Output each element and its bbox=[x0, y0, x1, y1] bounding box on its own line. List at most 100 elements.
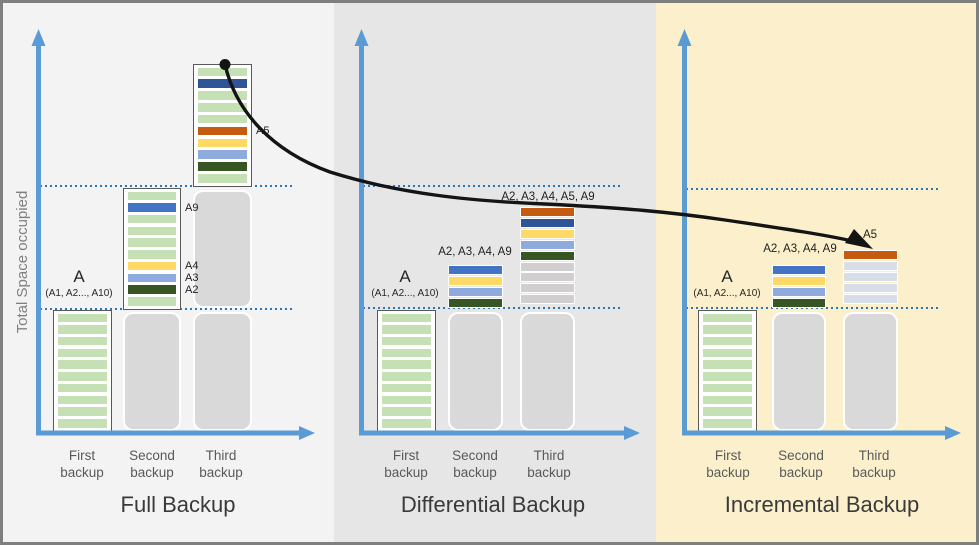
bar-stripe bbox=[703, 325, 752, 334]
bar-stripe bbox=[58, 360, 107, 369]
panel-title-differential: Differential Backup bbox=[400, 492, 586, 517]
column-label-third: Third backup bbox=[527, 448, 571, 480]
striped-backup-bar bbox=[123, 188, 181, 310]
dotted-reference-line bbox=[363, 307, 620, 309]
bar-stripe bbox=[128, 203, 176, 212]
bar-stripe bbox=[520, 207, 575, 217]
column-label-first: First backup bbox=[706, 448, 750, 480]
bar-stripe bbox=[128, 238, 176, 247]
column-label-second: Second backup bbox=[129, 448, 175, 480]
bar-stripe bbox=[198, 150, 247, 159]
bar-stripe bbox=[128, 261, 176, 271]
bar-stripe bbox=[58, 372, 107, 381]
gray-backup-space-block bbox=[843, 312, 898, 431]
backup-content-label: A2, A3, A4, A9 bbox=[763, 243, 837, 255]
bar-stripe bbox=[703, 372, 752, 381]
bar-stripe bbox=[382, 372, 431, 381]
first-backup-annotation-sub: (A1, A2..., A10) bbox=[693, 288, 761, 299]
bar-stripe bbox=[843, 260, 898, 271]
bar-stripe bbox=[448, 265, 503, 275]
bar-stripe bbox=[58, 325, 107, 334]
panel-title-full: Full Backup bbox=[120, 492, 236, 517]
column-label-third: Third backup bbox=[852, 448, 896, 480]
bar-stripe bbox=[382, 360, 431, 369]
panel-title-incremental: Incremental Backup bbox=[724, 492, 920, 517]
bar-stripe bbox=[198, 114, 247, 124]
bar-stripe bbox=[448, 275, 503, 286]
stripe-label: A4 bbox=[185, 260, 199, 273]
bar-stripe bbox=[703, 313, 752, 322]
column-label-first: First backup bbox=[384, 448, 428, 480]
dotted-reference-line bbox=[363, 185, 620, 187]
bar-stripe bbox=[703, 383, 752, 393]
bar-stripe bbox=[772, 297, 826, 308]
dotted-reference-line bbox=[686, 188, 938, 190]
gray-backup-space-block bbox=[772, 312, 826, 431]
bar-stripe bbox=[520, 217, 575, 228]
first-backup-annotation-main: A bbox=[721, 267, 733, 286]
bar-stripe bbox=[843, 271, 898, 282]
stripe-label: A2 bbox=[185, 283, 199, 296]
bar-stripe bbox=[382, 419, 431, 428]
bar-stripe bbox=[128, 250, 176, 259]
bar-stripe bbox=[128, 297, 176, 306]
bar-stripe bbox=[382, 383, 431, 393]
bar-stripe bbox=[128, 273, 176, 283]
bar-stripe bbox=[382, 325, 431, 334]
striped-backup-bar bbox=[193, 64, 252, 187]
gray-backup-space-block bbox=[123, 312, 181, 431]
bar-stripe bbox=[128, 214, 176, 224]
dotted-reference-line bbox=[40, 185, 293, 187]
stripe-label: A3 bbox=[185, 272, 199, 285]
bar-stripe bbox=[703, 348, 752, 358]
bar-stripe bbox=[128, 191, 176, 200]
backup-content-label: A2, A3, A4, A9 bbox=[438, 246, 512, 258]
column-label-second: Second backup bbox=[778, 448, 824, 480]
bar-stripe bbox=[198, 162, 247, 171]
y-axis-title: Total Space occupied bbox=[14, 190, 31, 334]
first-backup-annotation-sub: (A1, A2..., A10) bbox=[45, 288, 113, 299]
bar-stripe bbox=[448, 286, 503, 297]
bar-stripe bbox=[382, 407, 431, 416]
bar-stripe bbox=[198, 79, 247, 88]
bar-stripe bbox=[772, 275, 826, 286]
gray-backup-space-block bbox=[448, 312, 503, 431]
column-label-first: First backup bbox=[60, 448, 104, 480]
bar-stripe bbox=[520, 294, 575, 305]
bar-stripe bbox=[198, 138, 247, 147]
bar-stripe bbox=[198, 126, 247, 136]
dotted-reference-line bbox=[686, 307, 938, 309]
first-backup-annotation-sub: (A1, A2..., A10) bbox=[371, 288, 439, 299]
gray-backup-space-block bbox=[193, 312, 252, 431]
bar-stripe bbox=[128, 285, 176, 294]
gray-backup-space-block bbox=[520, 312, 575, 431]
stripe-label: A9 bbox=[185, 201, 199, 214]
bar-stripe bbox=[198, 67, 247, 76]
gray-backup-space-block bbox=[193, 190, 252, 308]
bar-stripe bbox=[772, 286, 826, 297]
bar-stripe bbox=[58, 348, 107, 358]
bar-stripe bbox=[772, 265, 826, 275]
bar-stripe bbox=[58, 383, 107, 393]
backup-content-label: A5 bbox=[862, 229, 878, 241]
bar-stripe bbox=[703, 395, 752, 405]
first-backup-annotation-main: A bbox=[399, 267, 411, 286]
column-label-second: Second backup bbox=[452, 448, 498, 480]
bar-stripe bbox=[58, 419, 107, 428]
bar-stripe bbox=[58, 407, 107, 416]
bar-stripe bbox=[843, 293, 898, 304]
backup-content-label: A2, A3, A4, A5, A9 bbox=[501, 191, 595, 203]
column-label-third: Third backup bbox=[199, 448, 243, 480]
bar-stripe bbox=[58, 313, 107, 322]
stripe-label: A5 bbox=[256, 125, 270, 138]
bar-stripe bbox=[703, 336, 752, 346]
bar-stripe bbox=[382, 313, 431, 322]
bar-stripe bbox=[198, 174, 247, 183]
bar-stripe bbox=[520, 250, 575, 261]
bar-stripe bbox=[58, 336, 107, 346]
bar-stripe bbox=[703, 419, 752, 428]
bar-stripe bbox=[128, 226, 176, 236]
bar-stripe bbox=[703, 360, 752, 369]
bar-stripe bbox=[58, 395, 107, 405]
